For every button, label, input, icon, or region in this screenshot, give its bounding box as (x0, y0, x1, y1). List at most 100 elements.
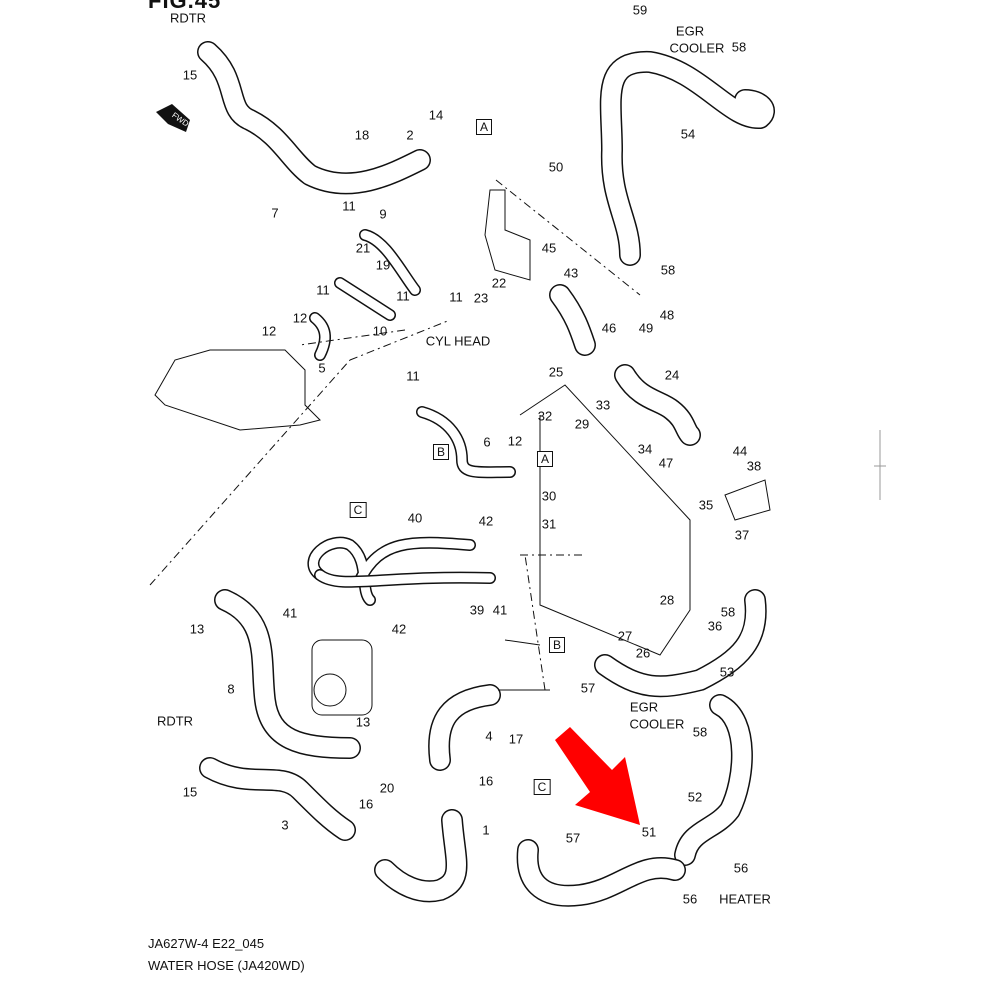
part-number: 43 (563, 265, 579, 281)
oil-cooler (311, 639, 373, 716)
part-number: 23 (473, 290, 489, 306)
part-number: 49 (638, 320, 654, 336)
part-number: 25 (548, 364, 564, 380)
part-number: 14 (428, 107, 444, 123)
part-number: 29 (574, 416, 590, 432)
hose-52 (674, 694, 753, 866)
egr-bracket (724, 479, 771, 521)
part-number: 12 (507, 433, 523, 449)
part-number: 34 (637, 441, 653, 457)
dest-heater: HEATER (719, 891, 771, 907)
part-number: 52 (687, 789, 703, 805)
part-number: 58 (660, 262, 676, 278)
part-number: 40 (407, 510, 423, 526)
part-number-highlighted: 51 (641, 824, 657, 840)
part-number: 46 (601, 320, 617, 336)
part-number: 13 (355, 714, 371, 730)
part-number: 48 (659, 307, 675, 323)
ref-b: B (548, 637, 566, 653)
part-number: 58 (692, 724, 708, 740)
part-number: 54 (680, 126, 696, 142)
dest-rdtr-top: RDTR (169, 10, 207, 26)
hose-10 (334, 277, 396, 321)
oil-cooler-port (313, 673, 347, 707)
part-number: 58 (720, 604, 736, 620)
figure-title: FIG.45 (148, 0, 222, 13)
red-pointer-arrow-icon (555, 727, 640, 825)
hose-2 (197, 41, 431, 195)
water-outlet (484, 189, 531, 281)
part-number: 5 (318, 360, 326, 376)
hose-43 (549, 284, 596, 356)
part-number: 18 (354, 127, 370, 143)
part-number: 39 (469, 602, 485, 618)
part-number: 53 (719, 664, 735, 680)
part-number: 8 (227, 681, 235, 697)
part-number: 37 (734, 527, 750, 543)
part-number: 4 (485, 728, 493, 744)
part-number: 11 (449, 289, 463, 305)
hose-39 (314, 569, 496, 588)
hose-9 (359, 229, 421, 296)
hose-5 (309, 312, 331, 361)
dest-cooler-top: COOLER (669, 40, 725, 56)
part-number: 57 (565, 830, 581, 846)
part-number: 41 (492, 602, 508, 618)
thermostat-housing-group (519, 384, 691, 656)
part-number: 13 (189, 621, 205, 637)
part-number: 31 (541, 516, 557, 532)
part-number: 20 (379, 780, 395, 796)
dest-cooler-mid: COOLER (629, 716, 685, 732)
dest-rdtr-bottom: RDTR (156, 713, 194, 729)
part-number: 11 (316, 282, 330, 298)
dest-egr-top: EGR (675, 23, 705, 39)
part-number: 36 (707, 618, 723, 634)
reservoir-tank (154, 349, 321, 431)
ref-a: A (475, 119, 493, 135)
fwd-arrow-icon (156, 104, 190, 132)
hose-54 (599, 50, 775, 266)
part-number: 22 (491, 275, 507, 291)
part-number: 58 (731, 39, 747, 55)
hose-51 (516, 839, 686, 907)
part-number: 15 (182, 67, 198, 83)
part-number: 11 (396, 288, 410, 304)
hose-6 (416, 406, 516, 479)
ref-b: B (432, 444, 450, 460)
hose-8 (214, 589, 361, 759)
part-number: 6 (483, 434, 491, 450)
part-number: 10 (372, 323, 388, 339)
part-number: 27 (617, 628, 633, 644)
part-number: 33 (595, 397, 611, 413)
part-number: 57 (580, 680, 596, 696)
figure-caption: WATER HOSE (JA420WD) (148, 958, 305, 973)
part-number: 12 (292, 310, 308, 326)
part-number: 47 (658, 455, 674, 471)
hose-1 (374, 809, 468, 903)
part-number: 56 (682, 891, 698, 907)
part-number: 41 (282, 605, 298, 621)
part-number: 45 (541, 240, 557, 256)
dest-cyl-head: CYL HEAD (425, 333, 491, 349)
part-number: 7 (271, 205, 279, 221)
hose-3 (199, 757, 356, 841)
part-number: 11 (406, 368, 420, 384)
part-number: 1 (482, 822, 490, 838)
part-number: 16 (358, 796, 374, 812)
part-number: 50 (548, 159, 564, 175)
part-number: 12 (261, 323, 277, 339)
part-number: 24 (664, 367, 680, 383)
part-number: 17 (508, 731, 524, 747)
part-number: 59 (632, 2, 648, 18)
hose-4 (428, 684, 501, 771)
part-number: 21 (355, 240, 371, 256)
leader-lines (498, 639, 550, 691)
part-number: 3 (281, 817, 289, 833)
part-number: 11 (342, 198, 356, 214)
part-number: 2 (406, 127, 414, 143)
part-number: 32 (537, 408, 553, 424)
part-number: 26 (635, 645, 651, 661)
part-number: 19 (375, 257, 391, 273)
